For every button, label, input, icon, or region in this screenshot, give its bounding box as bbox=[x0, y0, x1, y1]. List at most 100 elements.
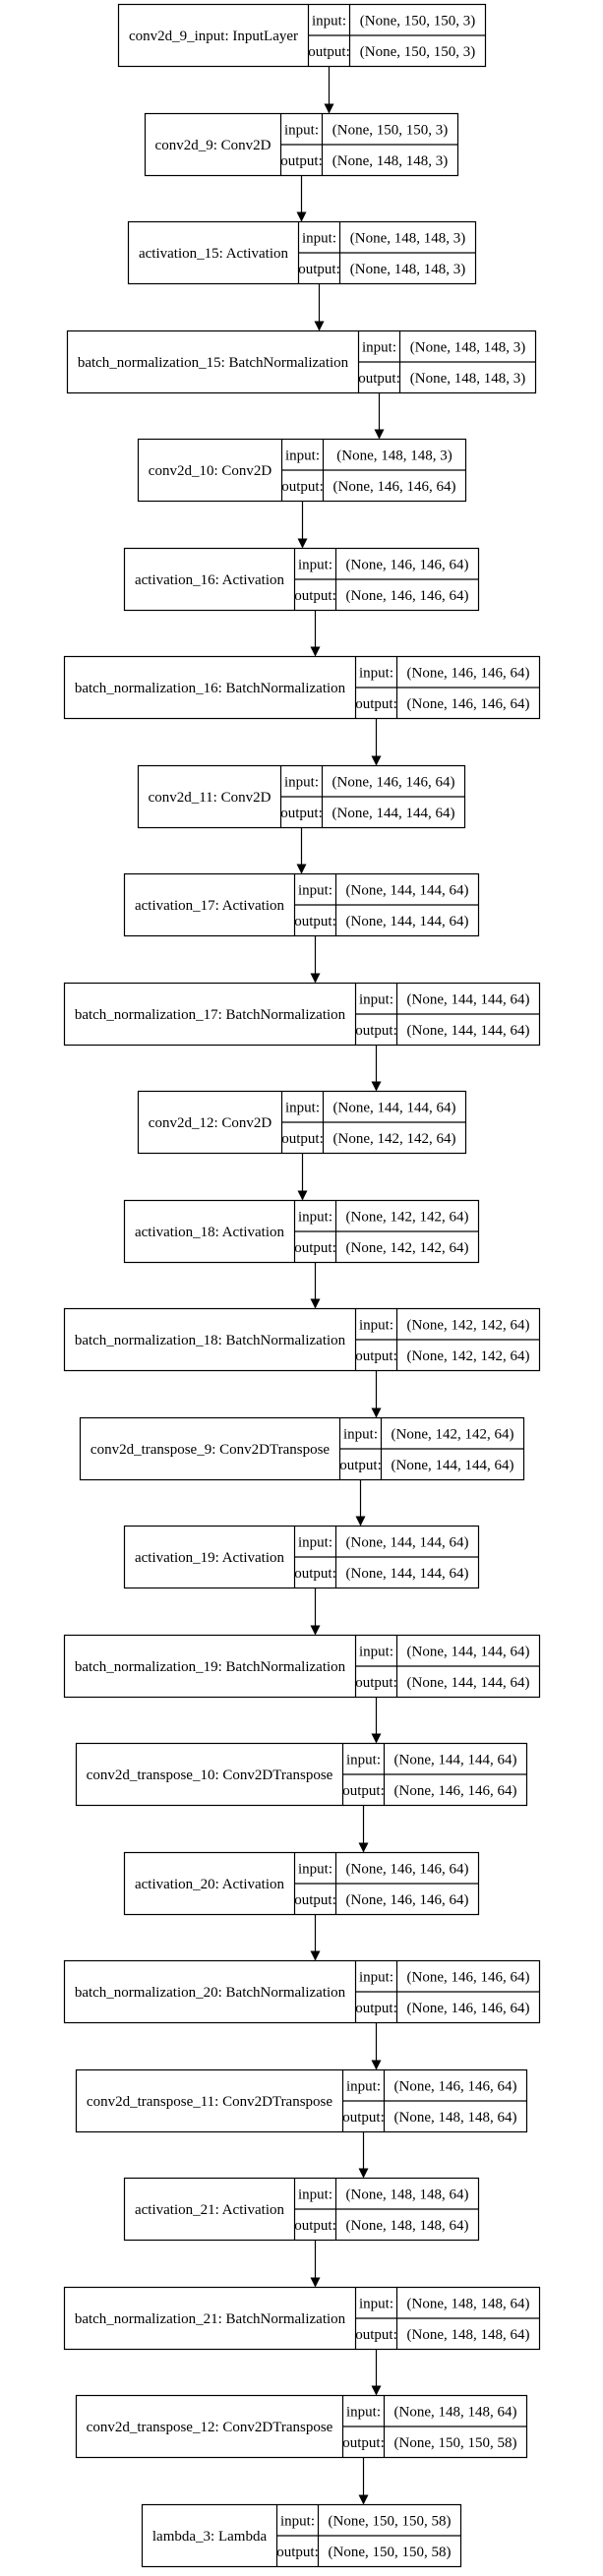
input-shape: (None, 146, 146, 64) bbox=[346, 1861, 469, 1877]
output-label: output: bbox=[276, 2545, 319, 2560]
input-label: input: bbox=[312, 13, 346, 29]
input-shape: (None, 148, 148, 3) bbox=[410, 339, 525, 355]
layer-node: conv2d_9_input: InputLayerinput:output:(… bbox=[117, 3, 487, 68]
layer-name: batch_normalization_21: BatchNormalizati… bbox=[75, 2311, 346, 2327]
output-shape: (None, 150, 150, 3) bbox=[360, 44, 475, 60]
input-label: input: bbox=[359, 1644, 393, 1659]
layer-node: activation_18: Activationinput:output:(N… bbox=[123, 1199, 480, 1264]
layer-name: activation_16: Activation bbox=[135, 572, 285, 588]
input-label: input: bbox=[298, 882, 332, 898]
input-label: input: bbox=[298, 557, 332, 572]
layer-name: activation_15: Activation bbox=[139, 246, 289, 262]
output-shape: (None, 148, 148, 3) bbox=[332, 153, 448, 169]
input-label: input: bbox=[362, 339, 396, 355]
layer-name: conv2d_9_input: InputLayer bbox=[129, 29, 298, 44]
input-shape: (None, 144, 144, 64) bbox=[394, 1752, 517, 1767]
output-shape: (None, 146, 146, 64) bbox=[407, 696, 530, 712]
input-label: input: bbox=[284, 122, 319, 138]
input-label: input: bbox=[298, 1861, 332, 1877]
output-label: output: bbox=[355, 1023, 397, 1039]
output-label: output: bbox=[355, 1675, 397, 1691]
input-shape: (None, 148, 148, 64) bbox=[394, 2404, 517, 2420]
output-shape: (None, 144, 144, 64) bbox=[346, 914, 469, 929]
input-shape: (None, 144, 144, 64) bbox=[407, 1644, 530, 1659]
edges-group bbox=[296, 66, 385, 2505]
output-shape: (None, 146, 146, 64) bbox=[346, 588, 469, 604]
layer-name: conv2d_12: Conv2D bbox=[149, 1115, 272, 1131]
input-shape: (None, 146, 146, 64) bbox=[394, 2078, 517, 2094]
output-label: output: bbox=[355, 2001, 397, 2016]
layer-node: batch_normalization_21: BatchNormalizati… bbox=[63, 2286, 541, 2351]
output-shape: (None, 148, 148, 64) bbox=[407, 2327, 530, 2343]
layer-node: batch_normalization_20: BatchNormalizati… bbox=[63, 1959, 541, 2024]
layer-name: conv2d_9: Conv2D bbox=[155, 138, 271, 153]
layer-name: conv2d_transpose_9: Conv2DTranspose bbox=[90, 1442, 331, 1458]
output-shape: (None, 146, 146, 64) bbox=[346, 1892, 469, 1908]
layer-node: conv2d_transpose_12: Conv2DTransposeinpu… bbox=[75, 2394, 528, 2459]
output-shape: (None, 144, 144, 64) bbox=[346, 1566, 469, 1582]
input-shape: (None, 142, 142, 64) bbox=[407, 1317, 530, 1333]
output-shape: (None, 142, 142, 64) bbox=[333, 1131, 456, 1147]
input-shape: (None, 146, 146, 64) bbox=[332, 774, 455, 790]
input-shape: (None, 148, 148, 64) bbox=[407, 2296, 530, 2311]
layer-node: activation_19: Activationinput:output:(N… bbox=[123, 1525, 480, 1589]
input-label: input: bbox=[285, 448, 320, 463]
output-label: output: bbox=[294, 2218, 336, 2234]
layer-node: activation_17: Activationinput:output:(N… bbox=[123, 872, 480, 937]
layer-name: conv2d_11: Conv2D bbox=[149, 790, 271, 806]
layer-node: batch_normalization_15: BatchNormalizati… bbox=[66, 329, 537, 394]
layer-name: activation_18: Activation bbox=[135, 1225, 285, 1240]
output-label: output: bbox=[281, 479, 324, 495]
output-label: output: bbox=[280, 153, 323, 169]
output-label: output: bbox=[298, 262, 340, 277]
output-label: output: bbox=[294, 1566, 336, 1582]
input-shape: (None, 150, 150, 58) bbox=[329, 2513, 452, 2529]
input-label: input: bbox=[346, 2404, 381, 2420]
input-shape: (None, 144, 144, 64) bbox=[346, 882, 469, 898]
output-shape: (None, 148, 148, 64) bbox=[394, 2110, 517, 2126]
input-label: input: bbox=[346, 1752, 381, 1767]
output-shape: (None, 144, 144, 64) bbox=[407, 1023, 530, 1039]
output-label: output: bbox=[342, 2435, 385, 2451]
input-shape: (None, 142, 142, 64) bbox=[346, 1209, 469, 1225]
input-label: input: bbox=[302, 230, 336, 246]
nodes-group: conv2d_9_input: InputLayer input: output: (… bbox=[63, 3, 541, 2568]
layer-node: batch_normalization_16: BatchNormalizati… bbox=[63, 655, 541, 720]
input-shape: (None, 146, 146, 64) bbox=[407, 1969, 530, 1985]
layer-node: batch_normalization_17: BatchNormalizati… bbox=[63, 982, 541, 1047]
layer-node: batch_normalization_18: BatchNormalizati… bbox=[63, 1307, 541, 1372]
layer-name: batch_normalization_17: BatchNormalizati… bbox=[75, 1007, 346, 1023]
output-shape: (None, 146, 146, 64) bbox=[394, 1783, 517, 1799]
input-shape: (None, 148, 148, 3) bbox=[336, 448, 452, 463]
layer-name: batch_normalization_18: BatchNormalizati… bbox=[75, 1333, 346, 1348]
output-label: output: bbox=[294, 1240, 336, 1256]
input-label: input: bbox=[359, 1969, 393, 1985]
input-label: input: bbox=[359, 991, 393, 1007]
output-shape: (None, 142, 142, 64) bbox=[346, 1240, 469, 1256]
output-label: output: bbox=[339, 1458, 382, 1473]
output-shape: (None, 148, 148, 3) bbox=[410, 371, 525, 387]
input-label: input: bbox=[359, 665, 393, 681]
input-shape: (None, 150, 150, 3) bbox=[360, 13, 475, 29]
output-shape: (None, 144, 144, 64) bbox=[392, 1458, 514, 1473]
input-shape: (None, 146, 146, 64) bbox=[346, 557, 469, 572]
layer-node: conv2d_transpose_11: Conv2DTransposeinpu… bbox=[75, 2068, 528, 2133]
layer-name: batch_normalization_20: BatchNormalizati… bbox=[75, 1985, 346, 2001]
layer-name: conv2d_10: Conv2D bbox=[149, 463, 272, 479]
input-label: input: bbox=[298, 2187, 332, 2202]
layer-node: activation_15: Activationinput:output:(N… bbox=[127, 220, 477, 285]
input-label: input: bbox=[298, 1534, 332, 1550]
layer-name: batch_normalization_19: BatchNormalizati… bbox=[75, 1659, 346, 1675]
layer-name: batch_normalization_15: BatchNormalizati… bbox=[78, 355, 349, 371]
layer-node: activation_16: Activationinput:output:(N… bbox=[123, 547, 480, 612]
input-shape: (None, 144, 144, 64) bbox=[346, 1534, 469, 1550]
output-shape: (None, 144, 144, 64) bbox=[407, 1675, 530, 1691]
output-label: output: bbox=[355, 2327, 397, 2343]
input-label: input: bbox=[359, 2296, 393, 2311]
output-shape: (None, 150, 150, 58) bbox=[394, 2435, 517, 2451]
input-shape: (None, 146, 146, 64) bbox=[407, 665, 530, 681]
